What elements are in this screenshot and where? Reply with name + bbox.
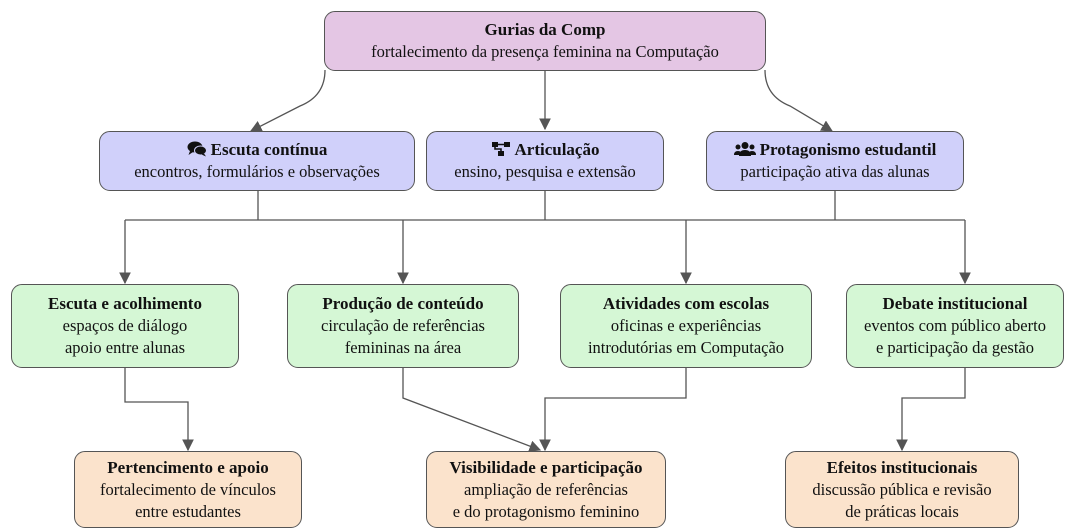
pillar-title: Escuta contínua [210, 140, 328, 159]
pillar-title: Protagonismo estudantil [759, 140, 937, 159]
root-title: Gurias da Comp [484, 20, 606, 39]
root-subtitle: fortalecimento da presença feminina na C… [371, 42, 719, 61]
pillar-title: Articulação [514, 140, 600, 159]
action-escuta-acolhimento: Escuta e acolhimento espaços de diálogo … [11, 284, 239, 368]
pillar-escuta-continua: Escuta contínua encontros, formulários e… [99, 131, 415, 191]
edge-root-protagonismo [764, 69, 834, 132]
action-title: Escuta e acolhimento [48, 294, 202, 313]
users-icon [733, 142, 756, 156]
action-producao-conteudo: Produção de conteúdo circulação de refer… [287, 284, 519, 368]
sitemap-icon [491, 142, 510, 156]
outcome-pertencimento-apoio: Pertencimento e apoio fortalecimento de … [74, 451, 302, 528]
outcome-visibilidade-participacao: Visibilidade e participação ampliação de… [426, 451, 666, 528]
outcome-title: Pertencimento e apoio [107, 457, 269, 477]
outcome-title: Efeitos institucionais [826, 457, 978, 477]
edge-acolhimento-pertencimento [124, 367, 194, 452]
edge-debate-efeitos [896, 367, 966, 452]
action-atividades-escolas: Atividades com escolas oficinas e experi… [560, 284, 812, 368]
outcome-line: discussão pública e revisão [812, 479, 992, 499]
outcome-line: entre estudantes [135, 501, 241, 521]
action-line: introdutórias em Computação [587, 338, 785, 357]
outcome-efeitos-institucionais: Efeitos institucionais discussão pública… [785, 451, 1019, 528]
pillar-description: ensino, pesquisa e extensão [454, 162, 636, 181]
action-line: espaços de diálogo [62, 316, 188, 335]
action-line: eventos com público aberto [864, 316, 1046, 335]
pillar-articulacao: Articulação ensino, pesquisa e extensão [426, 131, 664, 191]
outcome-line: de práticas locais [845, 501, 959, 521]
action-title: Debate institucional [882, 294, 1028, 313]
outcome-title: Visibilidade e participação [449, 457, 643, 477]
action-debate-institucional: Debate institucional eventos com público… [846, 284, 1064, 368]
outcome-line: fortalecimento de vínculos [100, 479, 276, 499]
action-line: e participação da gestão [875, 338, 1035, 357]
action-line: apoio entre alunas [64, 338, 186, 357]
pillar-description: participação ativa das alunas [740, 162, 930, 181]
root-node: Gurias da Comp fortalecimento da presenç… [324, 11, 766, 71]
action-line: circulação de referências [321, 316, 485, 335]
pillar-protagonismo-estudantil: Protagonismo estudantil participação ati… [706, 131, 964, 191]
edge-producao-visibilidade [402, 367, 542, 452]
action-title: Atividades com escolas [602, 294, 770, 313]
edge-atividades-visibilidade [539, 367, 687, 452]
comments-icon [187, 141, 207, 157]
outcome-line: e do protagonismo feminino [452, 501, 640, 521]
outcome-line: ampliação de referências [464, 479, 628, 499]
edge-root-escuta [249, 69, 326, 132]
pillar-description: encontros, formulários e observações [134, 162, 380, 181]
action-line: oficinas e experiências [610, 316, 762, 335]
action-line: femininas na área [344, 338, 462, 357]
action-title: Produção de conteúdo [322, 294, 484, 313]
